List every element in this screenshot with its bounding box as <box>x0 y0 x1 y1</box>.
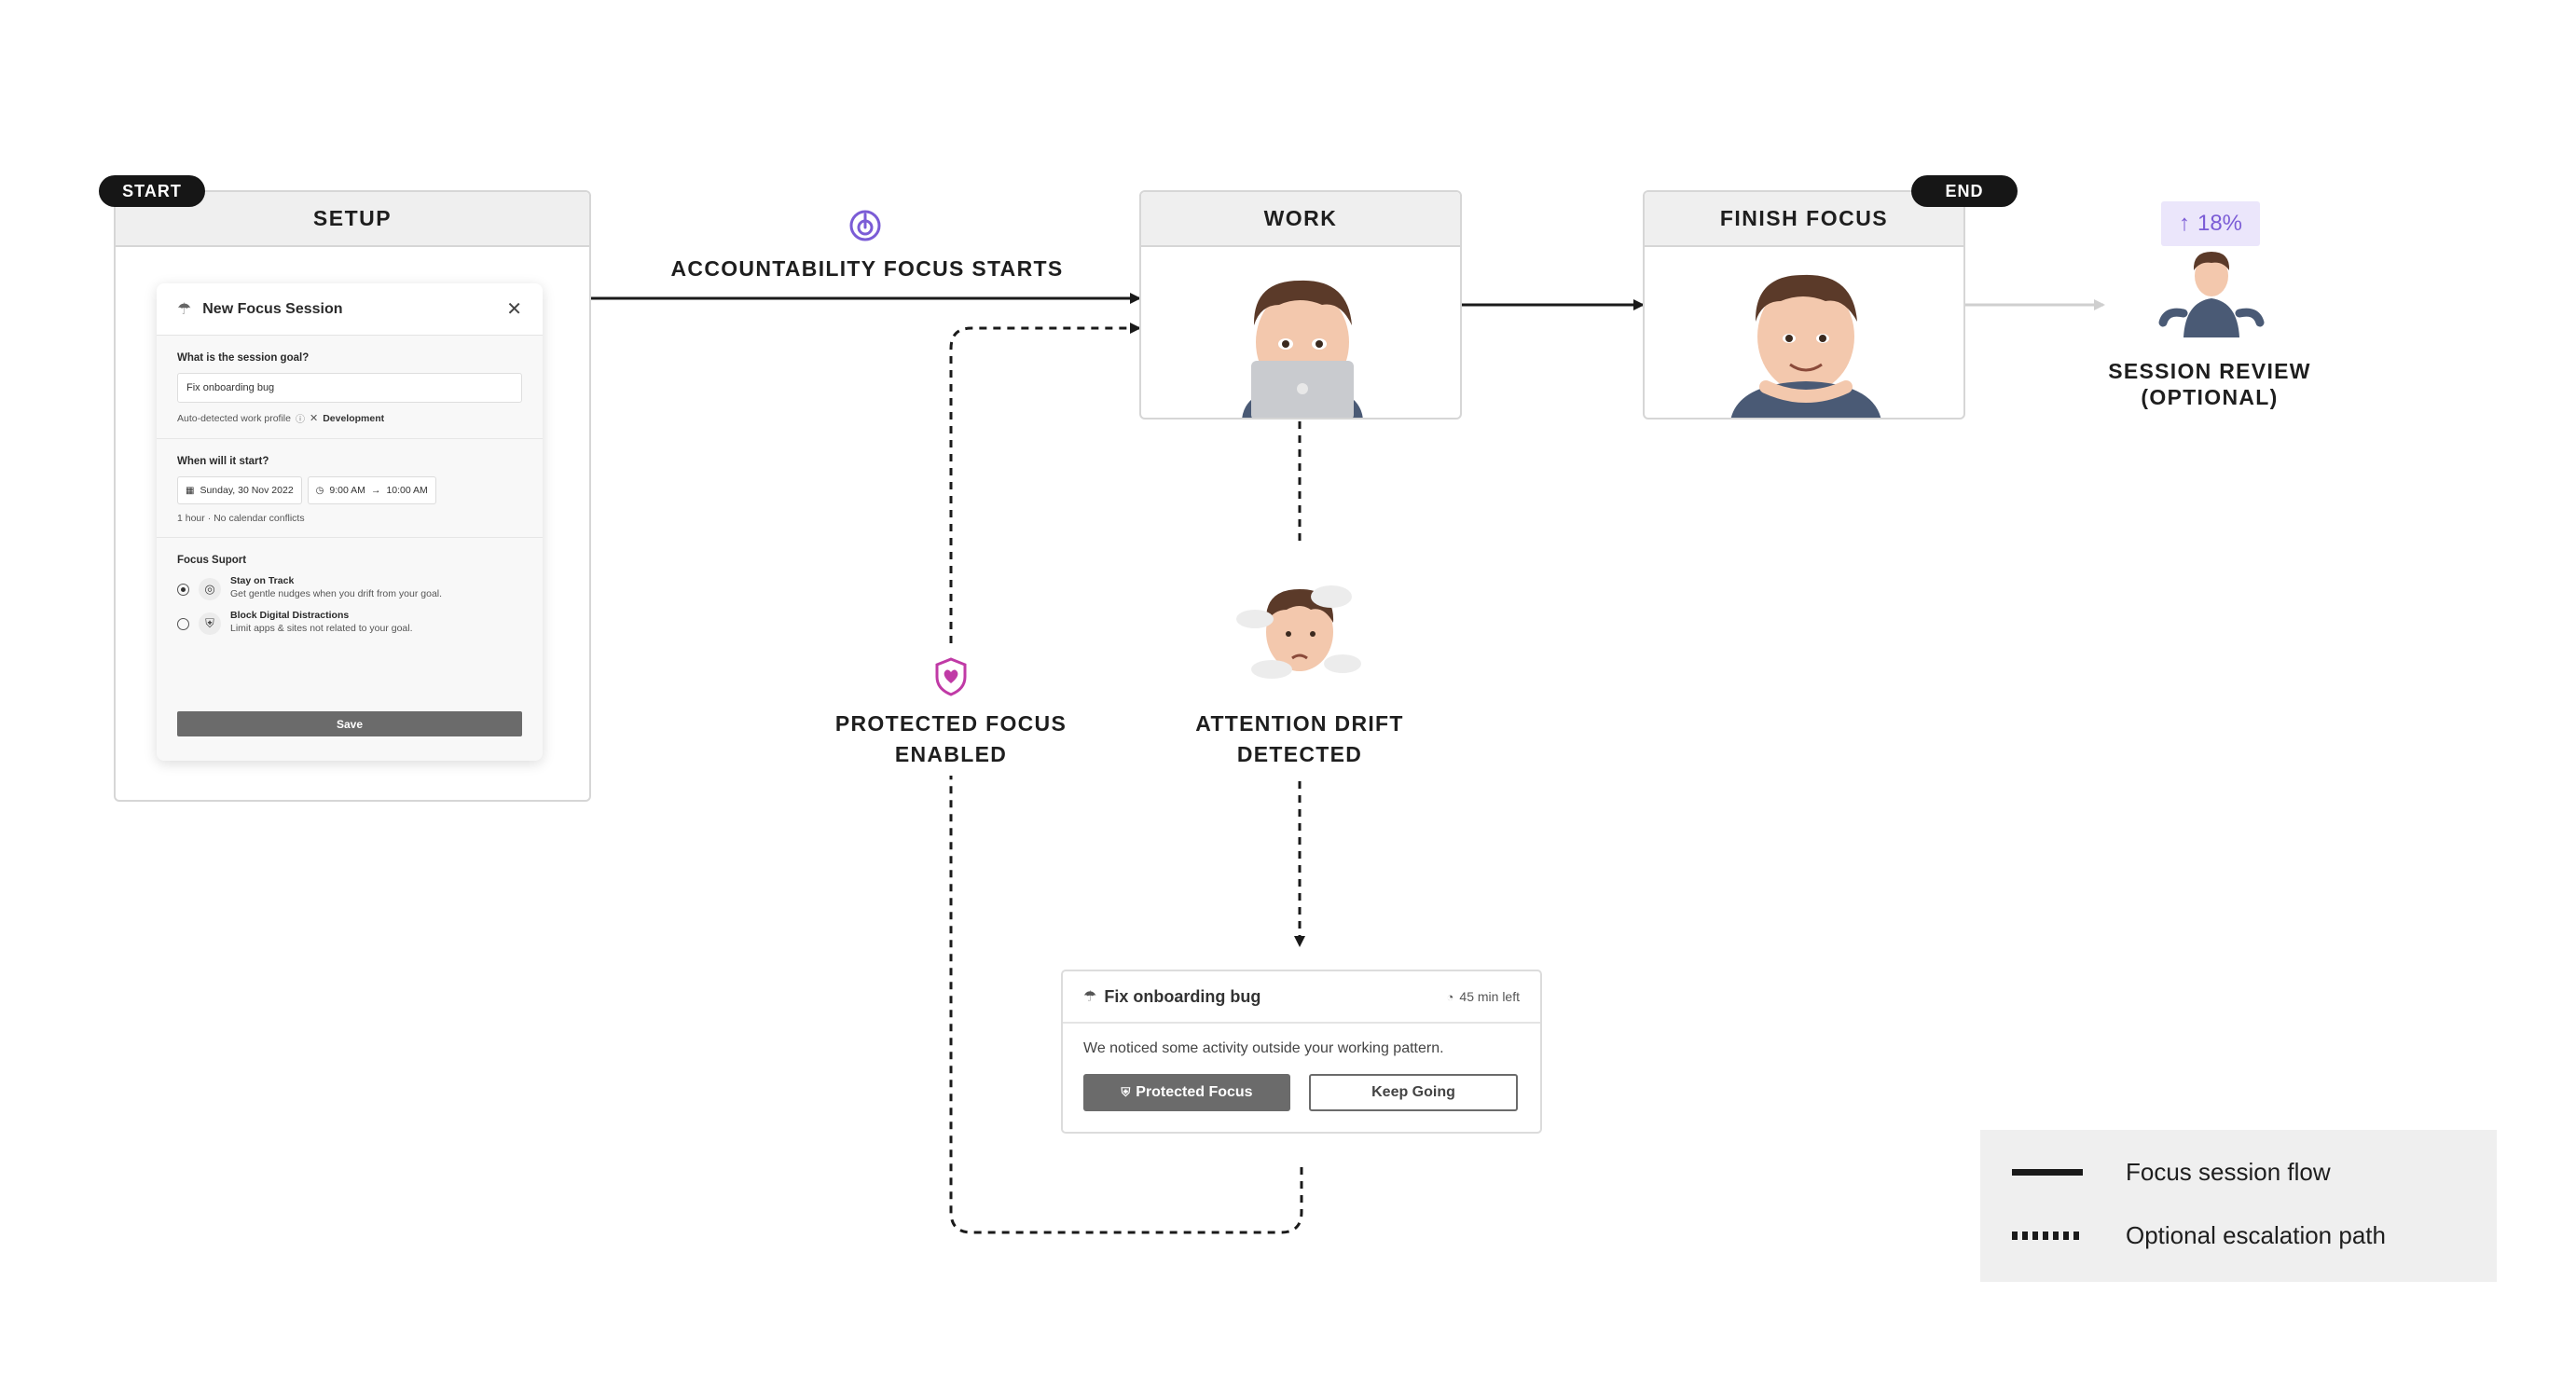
option-desc: Get gentle nudges when you drift from yo… <box>230 588 443 599</box>
distracted-avatar <box>1236 585 1361 679</box>
modal-title: New Focus Session <box>202 300 343 317</box>
goal-label: What is the session goal? <box>177 352 310 364</box>
clock-icon: ◷ <box>315 485 324 496</box>
alert-title-text: Fix onboarding bug <box>1104 986 1261 1006</box>
growth-value: 18% <box>2197 211 2243 236</box>
protected-focus-line2: ENABLED <box>894 742 1008 766</box>
option-title: Block Digital Distractions <box>230 610 350 621</box>
goal-section: What is the session goal? Fix onboarding… <box>157 336 543 439</box>
alert-title: ☂ Fix onboarding bug <box>1083 987 1447 1007</box>
target-icon: ◎ <box>199 578 221 600</box>
legend: Focus session flow Optional escalation p… <box>1980 1130 2497 1282</box>
working-avatar <box>1242 280 1363 418</box>
timer-icon: ◔ <box>1446 989 1454 1004</box>
finish-stage: FINISH FOCUS <box>1643 190 1965 420</box>
legend-dashed-row: Optional escalation path <box>2012 1221 2386 1250</box>
drift-alert-card: ☂ Fix onboarding bug ◔ 45 min left We no… <box>1061 970 1542 1134</box>
umbrella-icon: ☂ <box>1083 989 1097 1005</box>
alert-time: ◔ 45 min left <box>1447 989 1520 1004</box>
support-section: Focus Suport ◎ Stay on Track Get gentle … <box>157 538 543 648</box>
accountability-label: ACCOUNTABILITY FOCUS STARTS <box>670 256 1064 281</box>
save-button[interactable]: Save <box>177 711 522 736</box>
profile-hint-text: Auto-detected work profile <box>177 412 291 424</box>
option-title: Stay on Track <box>230 575 295 586</box>
option-block-distractions[interactable]: ⛨ Block Digital Distractions Limit apps … <box>177 610 522 635</box>
protected-focus-button[interactable]: ⛨ Protected Focus <box>1083 1074 1290 1111</box>
focus-power-icon <box>849 210 881 241</box>
work-stage: WORK <box>1139 190 1462 420</box>
attention-drift-line1: ATTENTION DRIFT <box>1195 711 1404 736</box>
profile-value: Development <box>323 412 385 424</box>
session-review-line2: (OPTIONAL) <box>2141 385 2279 409</box>
time-picker[interactable]: ◷ 9:00 AM → 10:00 AM <box>307 476 436 504</box>
attention-drift-label: ATTENTION DRIFT DETECTED <box>1160 709 1440 770</box>
option-desc: Limit apps & sites not related to your g… <box>230 623 413 634</box>
escalation-alert-loop <box>949 776 1303 1234</box>
alert-header: ☂ Fix onboarding bug ◔ 45 min left <box>1063 971 1540 1024</box>
legend-dashed-swatch <box>2012 1232 2083 1240</box>
attention-drift-line2: DETECTED <box>1236 742 1363 766</box>
arrow-up-icon: ↑ <box>2178 211 2190 236</box>
session-review-label: SESSION REVIEW (OPTIONAL) <box>2070 358 2349 410</box>
legend-solid-label: Focus session flow <box>2126 1158 2331 1186</box>
session-review-line1: SESSION REVIEW <box>2108 359 2311 383</box>
legend-solid-swatch <box>2012 1169 2083 1176</box>
end-pill: END <box>1911 175 2018 207</box>
calendar-icon: ▦ <box>186 485 195 496</box>
radio-stay-on-track[interactable] <box>177 584 189 596</box>
option-stay-on-track[interactable]: ◎ Stay on Track Get gentle nudges when y… <box>177 575 522 600</box>
time-start: 9:00 AM <box>329 485 365 496</box>
shield-icon: ⛨ <box>1121 1085 1131 1099</box>
date-picker[interactable]: ▦ Sunday, 30 Nov 2022 <box>177 476 302 504</box>
time-end: 10:00 AM <box>386 485 428 496</box>
legend-solid-row: Focus session flow <box>2012 1158 2331 1187</box>
info-icon[interactable]: ⓘ <box>295 415 305 425</box>
radio-block-distractions[interactable] <box>177 618 189 630</box>
shield-icon: ⛨ <box>199 612 221 635</box>
time-arrow: → <box>370 485 381 496</box>
relaxed-avatar <box>1730 274 1881 418</box>
date-value: Sunday, 30 Nov 2022 <box>200 485 294 496</box>
work-stage-title: WORK <box>1141 192 1460 247</box>
tools-icon: ✕ <box>309 413 319 424</box>
growth-badge: ↑ 18% <box>2161 201 2260 246</box>
protected-shield-icon <box>935 657 967 696</box>
new-focus-session-modal: ☂ New Focus Session ✕ What is the sessio… <box>157 283 543 761</box>
start-pill: START <box>99 175 205 207</box>
goal-input[interactable]: Fix onboarding bug <box>177 373 522 403</box>
umbrella-icon: ☂ <box>177 299 192 318</box>
duration-hint: 1 hour · No calendar conflicts <box>177 513 305 524</box>
protected-focus-line1: PROTECTED FOCUS <box>834 711 1068 736</box>
escalation-protected-to-work <box>949 323 1141 643</box>
legend-dashed-label: Optional escalation path <box>2126 1221 2386 1249</box>
protected-focus-button-label: Protected Focus <box>1136 1084 1253 1100</box>
modal-header: ☂ New Focus Session ✕ <box>157 283 543 336</box>
profile-hint: Auto-detected work profile ⓘ ✕ Developme… <box>177 411 522 426</box>
protected-focus-label: PROTECTED FOCUS ENABLED <box>811 709 1091 770</box>
when-section: When will it start? ▦ Sunday, 30 Nov 202… <box>157 439 543 538</box>
alert-actions: ⛨ Protected Focus Keep Going <box>1063 1057 1540 1111</box>
alert-time-text: 45 min left <box>1459 989 1520 1004</box>
keep-going-button[interactable]: Keep Going <box>1309 1074 1518 1111</box>
support-label: Focus Suport <box>177 555 247 566</box>
when-label: When will it start? <box>177 456 269 467</box>
meditating-avatar <box>2158 252 2265 337</box>
close-icon[interactable]: ✕ <box>506 299 522 320</box>
finish-stage-title: FINISH FOCUS <box>1645 192 1963 247</box>
alert-message: We noticed some activity outside your wo… <box>1083 1040 1444 1056</box>
